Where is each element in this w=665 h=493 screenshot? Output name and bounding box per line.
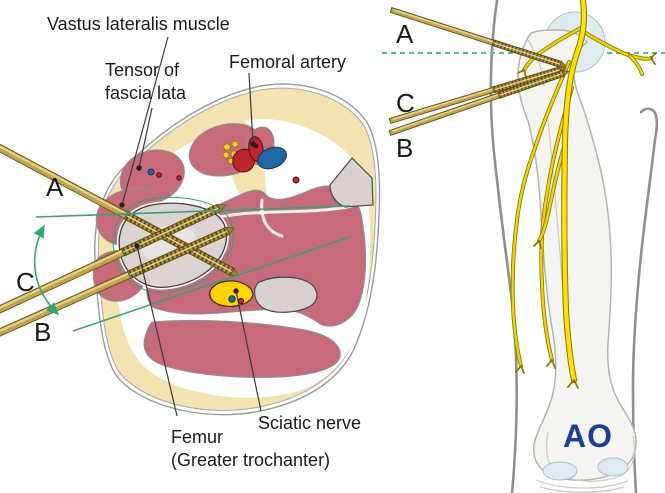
- condyle-outline: [545, 431, 636, 482]
- label-tensor: Tensor of fascia lata: [105, 59, 186, 105]
- femoral-vein: [257, 146, 287, 170]
- label-tensor-line1: Tensor of: [105, 60, 180, 80]
- pin-b-right: [388, 69, 570, 136]
- small-artery: [156, 172, 162, 178]
- thigh-outline-right: [631, 107, 659, 493]
- femoral-nerve-dot: [223, 143, 231, 151]
- companion-artery: [237, 297, 245, 305]
- companion-vein: [228, 295, 236, 303]
- femoral-nerve-dot: [222, 151, 230, 159]
- lower-hamstring-lobe: [143, 319, 341, 378]
- label-pin-a-right: A: [396, 19, 414, 49]
- label-femur-line1: Femur: [171, 427, 224, 447]
- small-vessel: [292, 176, 300, 184]
- fascia-line-2: [260, 198, 284, 238]
- femur-bone: [517, 29, 637, 481]
- pin-c-left: [0, 203, 227, 316]
- sciatic-nerve-cross-section: [209, 280, 254, 307]
- label-pin-c-left: C: [16, 267, 35, 297]
- label-tensor-line2: fascia lata: [105, 83, 187, 103]
- label-pin-a-left: A: [46, 172, 64, 202]
- label-vastus-lateralis: Vastus lateralis muscle: [47, 14, 230, 34]
- small-vein: [147, 168, 155, 176]
- knee-cartilage: [535, 457, 629, 493]
- bone-fragments: [253, 157, 374, 313]
- nerve-branches: [510, 26, 657, 374]
- safe-zone-outline: [112, 196, 234, 293]
- label-pin-b-left: B: [34, 317, 52, 347]
- label-pin-b-right: B: [396, 133, 414, 163]
- label-femur-line2: (Greater trochanter): [171, 450, 331, 470]
- ao-logo: AO: [563, 418, 613, 454]
- label-pin-c-right: C: [396, 88, 415, 118]
- pin-a-left: [0, 141, 240, 277]
- label-femoral-artery: Femoral artery: [229, 52, 347, 72]
- small-artery: [176, 175, 182, 181]
- pin-b-left: [0, 226, 235, 339]
- pin-a-right: [389, 7, 567, 68]
- fascia-line-1: [203, 204, 354, 222]
- leader-lines: [119, 36, 262, 417]
- sciatic-nerve-trunk: [561, 0, 588, 389]
- label-femur: Femur (Greater trochanter): [171, 426, 330, 472]
- insertion-angle-range: [33, 205, 351, 332]
- frontal-panel: [382, 0, 665, 493]
- pin-c-right: [388, 66, 567, 124]
- label-sciatic-nerve: Sciatic nerve: [258, 413, 362, 433]
- femoral-nerve-dot: [231, 140, 239, 148]
- cross-section-panel: [0, 36, 381, 417]
